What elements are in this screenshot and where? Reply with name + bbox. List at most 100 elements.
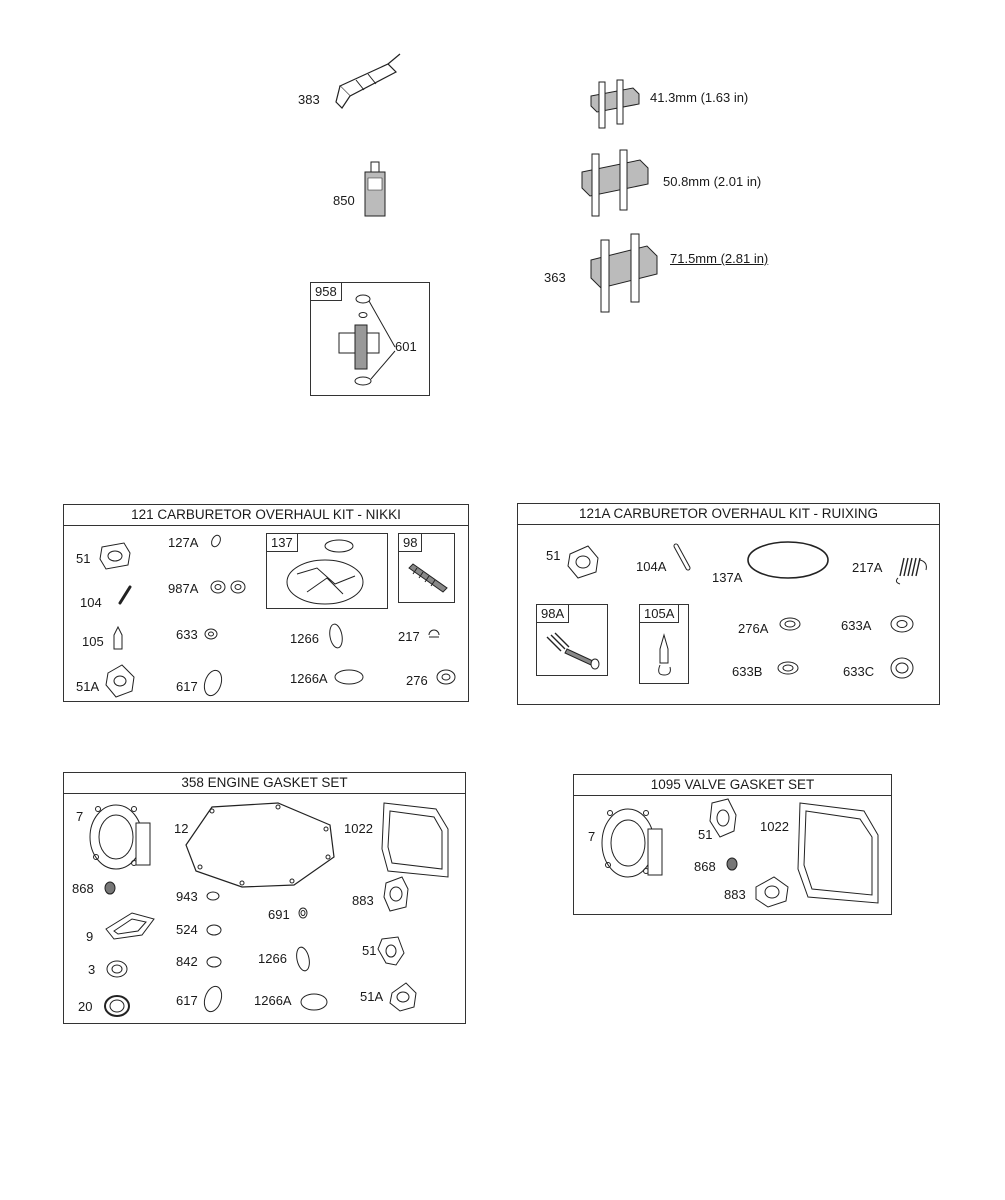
part-label-383: 383 — [298, 92, 320, 107]
part-label-137A: 137A — [712, 570, 743, 585]
ring-1266-drawing — [292, 943, 314, 975]
fuel-valve-drawing — [325, 289, 397, 393]
part-label-51: 51 — [698, 827, 713, 842]
ring-1266-drawing — [326, 621, 346, 651]
spring-217-drawing — [426, 627, 442, 643]
kit-tag-105A: 105A — [640, 605, 680, 623]
gasket-51A-drawing — [102, 663, 138, 699]
gasket-883-drawing — [380, 875, 412, 913]
part-label-842: 842 — [176, 954, 198, 969]
sub-kit-98: 98 — [398, 533, 455, 603]
gasket-51A-drawing — [386, 981, 420, 1013]
part-label-276A: 276A — [738, 621, 769, 636]
sub-kit-137: 137 — [266, 533, 388, 609]
seal-633A-drawing — [888, 612, 916, 636]
kit-tag-958: 958 — [311, 283, 342, 301]
spacer-size-2: 50.8mm (2.01 in) — [663, 174, 762, 189]
ring-842-drawing — [204, 954, 224, 970]
crankcase-gasket-12-drawing — [182, 799, 340, 891]
gasket-137A-drawing — [744, 538, 832, 582]
part-label-1266: 1266 — [258, 951, 287, 966]
part-label-691: 691 — [268, 907, 290, 922]
part-label-9: 9 — [86, 929, 94, 944]
sealant-tube-850-drawing — [360, 160, 390, 222]
part-label-7: 7 — [588, 829, 596, 844]
part-label-617: 617 — [176, 679, 198, 694]
kit-title: 121A CARBURETOR OVERHAUL KIT - RUIXING — [518, 504, 939, 525]
part-label-1266A: 1266A — [290, 671, 328, 686]
spacer-size-3: 71.5mm (2.81 in) — [670, 251, 769, 266]
part-label-12: 12 — [174, 821, 189, 836]
carburetor-kit-ruixing: 121A CARBURETOR OVERHAUL KIT - RUIXING 5… — [517, 503, 940, 705]
cover-gasket-1022-drawing — [378, 799, 454, 881]
seal-868-drawing — [724, 855, 740, 873]
seals-987A-drawing — [208, 577, 250, 597]
part-label-51: 51 — [76, 551, 91, 566]
part-label-1022: 1022 — [760, 819, 789, 834]
head-gasket-7-drawing — [596, 801, 668, 885]
ring-617-drawing — [200, 667, 226, 699]
gasket-51-drawing — [372, 935, 406, 967]
sub-kit-105A: 105A — [639, 604, 689, 684]
part-label-883: 883 — [724, 887, 746, 902]
needle-105-drawing — [110, 625, 126, 653]
part-label-51A: 51A — [76, 679, 100, 694]
ring-127A-drawing — [208, 533, 224, 549]
part-label-633: 633 — [176, 627, 198, 642]
sub-kit-98A: 98A — [536, 604, 608, 676]
part-label-127A: 127A — [168, 535, 199, 550]
part-label-524: 524 — [176, 922, 198, 937]
part-label-1266: 1266 — [290, 631, 319, 646]
valve-gasket-set: 1095 VALVE GASKET SET 7 51 1022 868 883 — [573, 774, 892, 915]
ring-1266A-drawing — [332, 667, 366, 687]
carburetor-kit-nikki: 121 CARBURETOR OVERHAUL KIT - NIKKI 51 1… — [63, 504, 469, 702]
gasket-883-drawing — [752, 873, 792, 909]
part-label-601: 601 — [395, 339, 417, 354]
spacer-small-drawing — [585, 78, 645, 132]
ring-943-drawing — [204, 889, 222, 903]
part-label-217A: 217A — [852, 560, 883, 575]
kit-title: 1095 VALVE GASKET SET — [574, 775, 891, 796]
needle-105A-drawing — [650, 631, 680, 681]
part-label-104A: 104A — [636, 559, 667, 574]
pin-104A-drawing — [670, 542, 694, 572]
ring-617-drawing — [200, 983, 226, 1015]
part-label-633B: 633B — [732, 664, 763, 679]
kit-title: 358 ENGINE GASKET SET — [64, 773, 465, 794]
part-label-7: 7 — [76, 809, 84, 824]
part-label-633A: 633A — [841, 618, 872, 633]
part-label-104: 104 — [80, 595, 102, 610]
part-label-850: 850 — [333, 193, 355, 208]
seal-633C-drawing — [888, 654, 916, 682]
part-label-20: 20 — [78, 999, 93, 1014]
seal-3-drawing — [104, 957, 130, 981]
ring-524-drawing — [204, 922, 224, 938]
gasket-51-drawing — [98, 541, 134, 571]
tool-383-drawing — [328, 50, 408, 120]
seal-633B-drawing — [776, 658, 800, 678]
seal-20-drawing — [102, 993, 132, 1019]
spacer-large-drawing — [585, 230, 665, 314]
part-label-617: 617 — [176, 993, 198, 1008]
gasket-51-drawing — [706, 797, 740, 841]
gasket-9-drawing — [102, 907, 158, 943]
washer-276-drawing — [434, 667, 458, 687]
part-label-276: 276 — [406, 673, 428, 688]
part-label-883: 883 — [352, 893, 374, 908]
spacer-size-1: 41.3mm (1.63 in) — [650, 90, 749, 105]
part-label-51: 51 — [546, 548, 561, 563]
part-label-51A: 51A — [360, 989, 384, 1004]
seal-633-drawing — [202, 625, 220, 643]
ring-1266A-drawing — [298, 991, 330, 1013]
spacer-medium-drawing — [576, 148, 656, 220]
part-label-363: 363 — [544, 270, 566, 285]
kit-tag-98A: 98A — [537, 605, 570, 623]
part-label-868: 868 — [72, 881, 94, 896]
washer-276A-drawing — [778, 614, 802, 634]
head-gasket-7-drawing — [84, 797, 156, 877]
gasket-51-drawing — [566, 544, 602, 580]
part-label-868: 868 — [694, 859, 716, 874]
pin-104-drawing — [116, 583, 136, 607]
part-label-51: 51 — [362, 943, 377, 958]
engine-gasket-set: 358 ENGINE GASKET SET 7 12 1022 868 943 … — [63, 772, 466, 1024]
